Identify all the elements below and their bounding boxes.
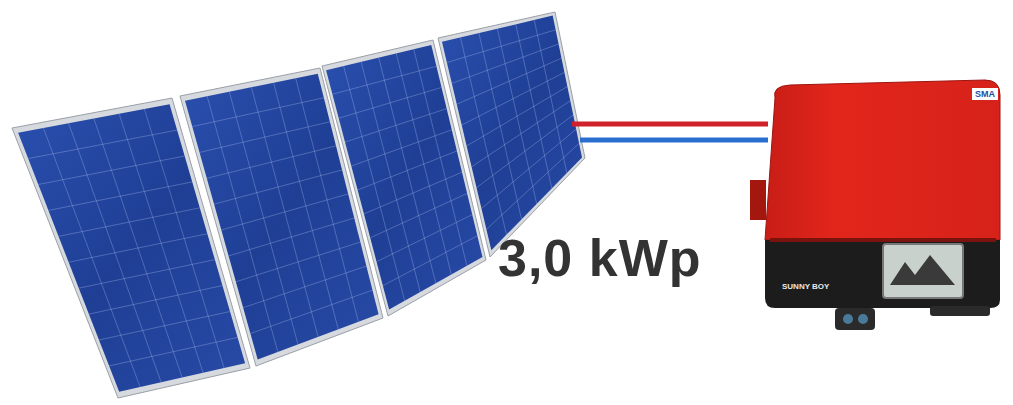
product-name: SUNNY BOY	[782, 282, 829, 291]
inverter	[750, 80, 1000, 330]
dc-wire-positive	[572, 122, 768, 127]
system-power: 3,0 kWp	[498, 228, 702, 288]
dc-wire-negative	[580, 138, 768, 143]
solar-panels	[12, 12, 585, 398]
brand-logo: SMA	[972, 88, 998, 100]
solar-panel	[438, 12, 585, 257]
